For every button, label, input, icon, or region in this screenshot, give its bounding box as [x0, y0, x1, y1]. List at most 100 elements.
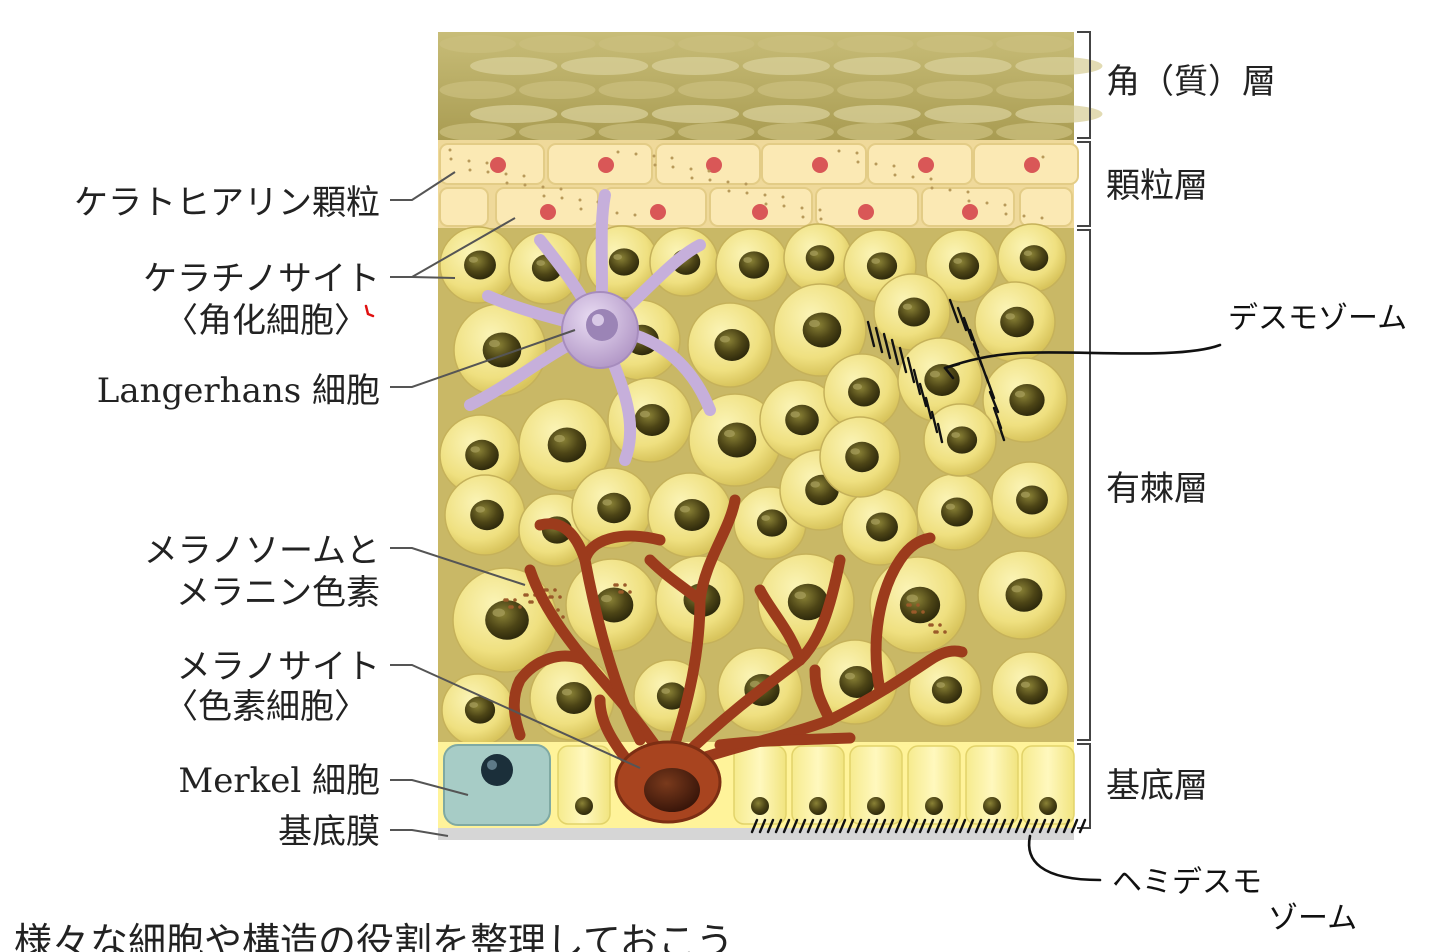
- corneocyte: [560, 105, 649, 123]
- keratohyalin-granule: [1041, 155, 1045, 159]
- granular-nucleus: [918, 157, 934, 173]
- corneocyte: [519, 123, 596, 141]
- keratinocyte-nucleus: [866, 252, 898, 280]
- keratinocyte-nucleus: [556, 682, 592, 714]
- nucleus-highlight: [809, 250, 818, 256]
- nucleus-highlight: [602, 499, 612, 506]
- nucleus-highlight: [945, 503, 955, 510]
- nucleus-highlight: [929, 370, 941, 378]
- keratohyalin-granule: [967, 199, 971, 203]
- keratinocyte-nucleus: [608, 248, 640, 276]
- basal-nucleus: [983, 797, 1001, 815]
- nucleus-highlight: [468, 256, 478, 263]
- keratinocyte-nucleus: [848, 377, 880, 407]
- keratohyalin-granule: [652, 154, 656, 158]
- keratohyalin-granule: [818, 208, 822, 212]
- granular-nucleus: [540, 204, 556, 220]
- keratohyalin-granule: [966, 190, 970, 194]
- corneocyte: [1015, 57, 1103, 75]
- desmosome-hatching: [866, 298, 1006, 444]
- hemidesmosome-tick: [1062, 818, 1071, 834]
- basal-nucleus: [925, 797, 943, 815]
- keratohyalin-granule: [541, 185, 545, 189]
- keratinocyte-nucleus: [674, 499, 710, 531]
- keratohyalin-granule: [1003, 203, 1007, 207]
- langerhans-cell: [464, 189, 716, 466]
- hemidesmosome-tick: [1006, 818, 1015, 834]
- melanosome: [628, 590, 632, 594]
- hemidesmosome-tick: [830, 818, 839, 834]
- nucleus-highlight: [1011, 585, 1022, 593]
- label-basement-membrane: 基底膜: [278, 812, 380, 852]
- corneocyte: [757, 81, 834, 99]
- basal-nucleus: [575, 797, 593, 815]
- corneocyte: [924, 57, 1012, 75]
- melanosome: [916, 603, 920, 607]
- keratohyalin-granule: [764, 202, 768, 206]
- basal-nucleus: [809, 797, 827, 815]
- granular-nucleus: [858, 204, 874, 220]
- keratohyalin-granule: [911, 175, 915, 179]
- keratinocyte-nucleus: [1019, 245, 1049, 271]
- keratinocyte-nucleus: [805, 245, 835, 271]
- merkel-cell: [443, 744, 551, 826]
- hemidesmosome-tick: [910, 818, 919, 834]
- nucleus-highlight: [719, 335, 731, 343]
- keratohyalin-granule: [467, 159, 471, 163]
- label-langerhans-cell: Langerhans 細胞: [97, 371, 380, 411]
- corneocyte: [439, 81, 516, 99]
- keratohyalin-granule: [505, 181, 509, 185]
- keratinocyte-nucleus: [738, 251, 770, 279]
- keratohyalin-granule: [523, 183, 527, 187]
- keratohyalin-granule: [707, 169, 711, 173]
- hemidesmosome-tick: [1046, 818, 1055, 834]
- melanosome: [935, 630, 939, 634]
- hemidesmosome-tick: [1022, 818, 1031, 834]
- melanosome: [505, 598, 509, 602]
- keratinocyte-nucleus: [464, 250, 496, 280]
- granular-nucleus: [812, 157, 828, 173]
- keratohyalin-granule: [892, 164, 896, 168]
- keratinocyte-nucleus: [634, 404, 670, 436]
- keratohyalin-granule: [634, 152, 638, 156]
- keratohyalin-granule: [727, 189, 731, 193]
- melanosome: [545, 588, 549, 592]
- corneocyte: [837, 35, 914, 53]
- nucleus-highlight: [808, 319, 820, 328]
- handwritten-hemidesmosome-1: ヘミデスモ: [1112, 865, 1262, 900]
- hemidesmosome-tick: [758, 818, 767, 834]
- keratohyalin-granule: [522, 174, 526, 178]
- keratohyalin-granule: [486, 170, 490, 174]
- corneocyte: [678, 81, 755, 99]
- granular-nucleus: [650, 204, 666, 220]
- corneocyte: [439, 35, 516, 53]
- keratohyalin-granule: [837, 149, 841, 153]
- melanosome: [518, 605, 522, 609]
- keratinocyte-nucleus: [924, 364, 960, 396]
- granular-nucleus: [490, 157, 506, 173]
- handwritten-hemidesmosome-2: ゾーム: [1268, 901, 1357, 936]
- nucleus-highlight: [794, 591, 806, 600]
- corneocyte: [1015, 105, 1103, 123]
- keratohyalin-granule: [893, 173, 897, 177]
- keratohyalin-granule: [690, 176, 694, 180]
- hemidesmosome-tick: [774, 818, 783, 834]
- keratohyalin-granule: [653, 163, 657, 167]
- hemidesmosome-tick: [1070, 818, 1079, 834]
- desmosome-arrowhead: [943, 362, 961, 380]
- layer-brackets: [1077, 31, 1091, 829]
- page-caption: 様々な細胞や構造の役割を整理しておこう: [14, 920, 734, 952]
- melanosome: [908, 603, 912, 607]
- corneocyte: [757, 35, 834, 53]
- basal-cell: [791, 745, 845, 825]
- nucleus-highlight: [679, 505, 691, 513]
- keratohyalin-granule: [985, 201, 989, 205]
- hemidesmosome-tick: [854, 818, 863, 834]
- hemidesmosome-tick: [934, 818, 943, 834]
- stratum-corneum-layer: [438, 32, 1103, 141]
- keratohyalin-granule: [929, 177, 933, 181]
- keratinocyte-nucleus: [547, 427, 587, 463]
- keratohyalin-granule: [801, 215, 805, 219]
- corneocyte: [519, 81, 596, 99]
- nucleus-highlight: [536, 260, 545, 266]
